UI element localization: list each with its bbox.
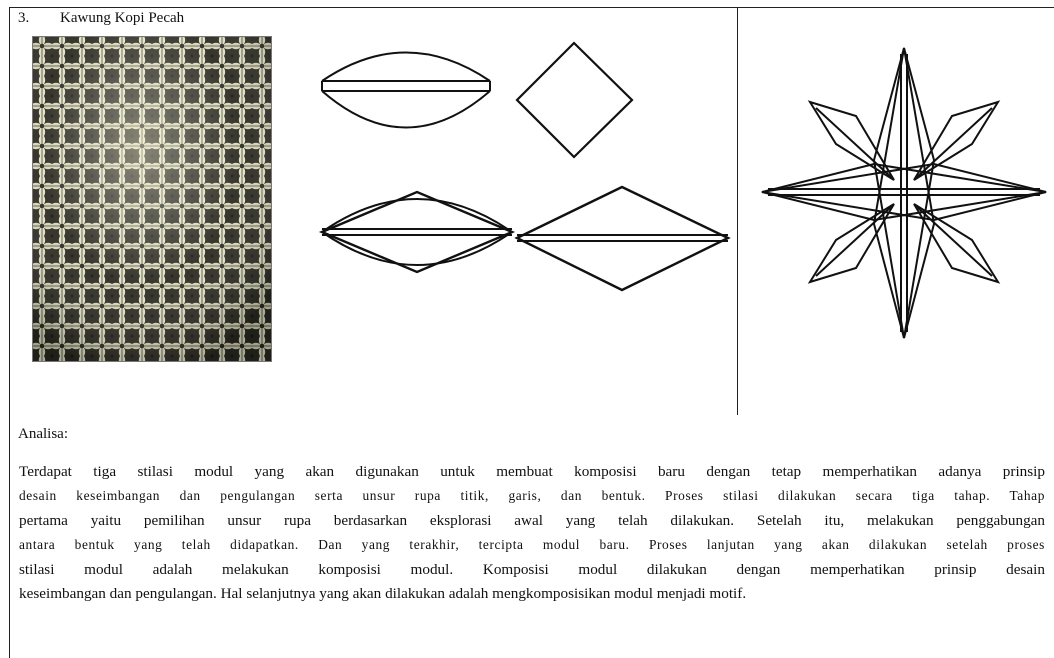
leaf-shape-stilasi	[318, 34, 494, 138]
analysis-line: desain keseimbangan dan pengulangan sert…	[19, 484, 1045, 508]
batik-fabric-photo	[32, 36, 272, 362]
analysis-line: stilasi modul adalah melakukan komposisi…	[19, 558, 1045, 582]
analysis-label: Analisa:	[18, 426, 68, 443]
analysis-paragraph: Terdapat tiga stilasi modul yang akan di…	[19, 460, 1045, 606]
section-title: Kawung Kopi Pecah	[60, 10, 184, 26]
analysis-line: keseimbangan dan pengulangan. Hal selanj…	[19, 582, 1045, 606]
flat-diamond-stilasi	[514, 184, 732, 294]
analysis-line: Terdapat tiga stilasi modul yang akan di…	[19, 460, 1045, 484]
analysis-line: antara bentuk yang telah didapatkan. Dan…	[19, 533, 1045, 557]
section-heading: 3.Kawung Kopi Pecah	[18, 10, 184, 27]
eight-point-star-modul	[758, 44, 1050, 342]
diamond-shape-stilasi	[514, 40, 636, 162]
analysis-line: pertama yaitu pemilihan unsur rupa berda…	[19, 509, 1045, 533]
column-divider	[737, 7, 738, 415]
section-number: 3.	[18, 10, 60, 27]
combined-leaf-diamond-stilasi	[318, 184, 516, 280]
